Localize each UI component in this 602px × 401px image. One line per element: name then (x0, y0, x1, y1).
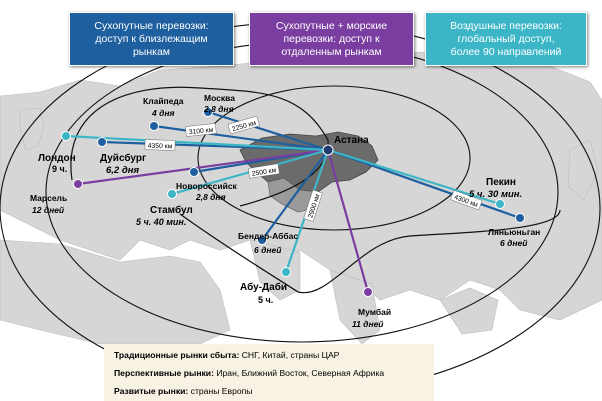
marker-moscow (203, 107, 213, 117)
svg-text:4350 км: 4350 км (148, 143, 173, 151)
legend-row-prospective: Перспективные рынки: Иран, Ближний Восто… (114, 368, 384, 378)
city-time-marseille: 12 дней (32, 205, 65, 215)
city-time-klaipeda: 4 дня (151, 108, 174, 118)
header-land-transport: Сухопутные перевозки: доступ к близлежащ… (69, 12, 234, 66)
route-lianyungang (327, 148, 521, 220)
route-marseille (77, 148, 329, 186)
header-air-transport: Воздушные перевозки: глобальный доступ, … (425, 12, 587, 66)
city-name-abu-dhabi: Абу-Даби (240, 281, 287, 293)
hub-label: Астана (334, 135, 369, 146)
city-name-klaipeda: Клайпеда (143, 96, 184, 106)
route-moscow (207, 110, 329, 152)
city-name-mumbai: Мумбай (358, 307, 391, 317)
marker-istanbul (167, 189, 177, 199)
city-name-novorossiysk: Новороссийск (176, 181, 238, 191)
header-land-sea-text: Сухопутные + морские перевозки: доступ к… (275, 19, 388, 58)
marker-marseille (73, 179, 83, 189)
city-time-mumbai: 11 дней (352, 319, 384, 329)
legend-row-traditional: Традиционные рынки сбыта: СНГ, Китай, ст… (114, 350, 339, 360)
route-bandar-abbas (261, 149, 329, 241)
city-time-abu-dhabi: 5 ч. (258, 295, 273, 305)
legend-prospective-label: Перспективные рынки: (114, 368, 214, 378)
region-outline (70, 86, 329, 207)
hub-marker-astana (322, 144, 334, 156)
distance-tag-3100: 3100 км (185, 123, 217, 137)
city-time-london: 9 ч. (52, 164, 67, 174)
marker-lianyungang (515, 213, 525, 223)
marker-london (61, 131, 71, 141)
legend-traditional-value: СНГ, Китай, страны ЦАР (241, 350, 340, 360)
marker-duisburg (97, 137, 107, 147)
city-name-duisburg: Дуйсбург (100, 152, 146, 164)
city-name-beijing: Пекин (486, 177, 516, 188)
city-time-beijing: 5 ч. 30 мин. (469, 189, 522, 200)
svg-text:3100 км: 3100 км (188, 127, 214, 137)
city-name-bandar-abbas: Бендер-Аббас (238, 231, 298, 241)
city-time-lianyungang: 6 дней (500, 238, 528, 248)
city-name-istanbul: Стамбул (150, 204, 193, 216)
legend-row-developed: Развитые рынки: страны Европы (114, 386, 252, 396)
distance-tag-4350: 4350 км (144, 139, 176, 151)
svg-text:2500 км: 2500 км (251, 167, 277, 178)
marker-bandar-abbas (257, 235, 267, 245)
route-klaipeda (153, 124, 329, 152)
header-air-text: Воздушные перевозки: глобальный доступ, … (450, 19, 562, 58)
marker-abu-dhabi (281, 267, 291, 277)
legend-prospective-value: Иран, Ближний Восток, Северная Африка (216, 368, 385, 378)
city-name-london: Лондон (38, 153, 76, 164)
markets-legend: Традиционные рынки сбыта: СНГ, Китай, ст… (104, 344, 434, 401)
city-name-marseille: Марсель (30, 193, 67, 203)
city-time-novorossiysk: 2,8 дня (195, 192, 226, 202)
legend-traditional-label: Традиционные рынки сбыта: (114, 350, 240, 360)
city-name-lianyungang: Ляньюньган (488, 227, 540, 237)
city-name-moscow: Москва (204, 93, 235, 103)
legend-developed-label: Развитые рынки: (114, 386, 189, 396)
region-outline-east (179, 209, 561, 294)
route-london (65, 134, 329, 152)
marker-klaipeda (149, 121, 159, 131)
marker-mumbai (363, 287, 373, 297)
header-land-sea-transport: Сухопутные + морские перевозки: доступ к… (249, 12, 414, 66)
distance-tag-2500: 2500 км (248, 163, 280, 179)
header-land-text: Сухопутные перевозки: доступ к близлежащ… (94, 19, 209, 58)
marker-beijing (495, 199, 505, 209)
marker-novorossiysk (189, 167, 199, 177)
legend-developed-value: страны Европы (190, 386, 253, 396)
route-mumbai (326, 149, 370, 293)
route-beijing (327, 148, 501, 206)
city-time-moscow: 2,8 дня (203, 104, 234, 114)
city-time-bandar-abbas: 6 дней (254, 245, 282, 255)
city-time-istanbul: 5 ч. 40 мин. (136, 217, 186, 227)
city-time-duisburg: 6,2 дня (106, 165, 139, 176)
